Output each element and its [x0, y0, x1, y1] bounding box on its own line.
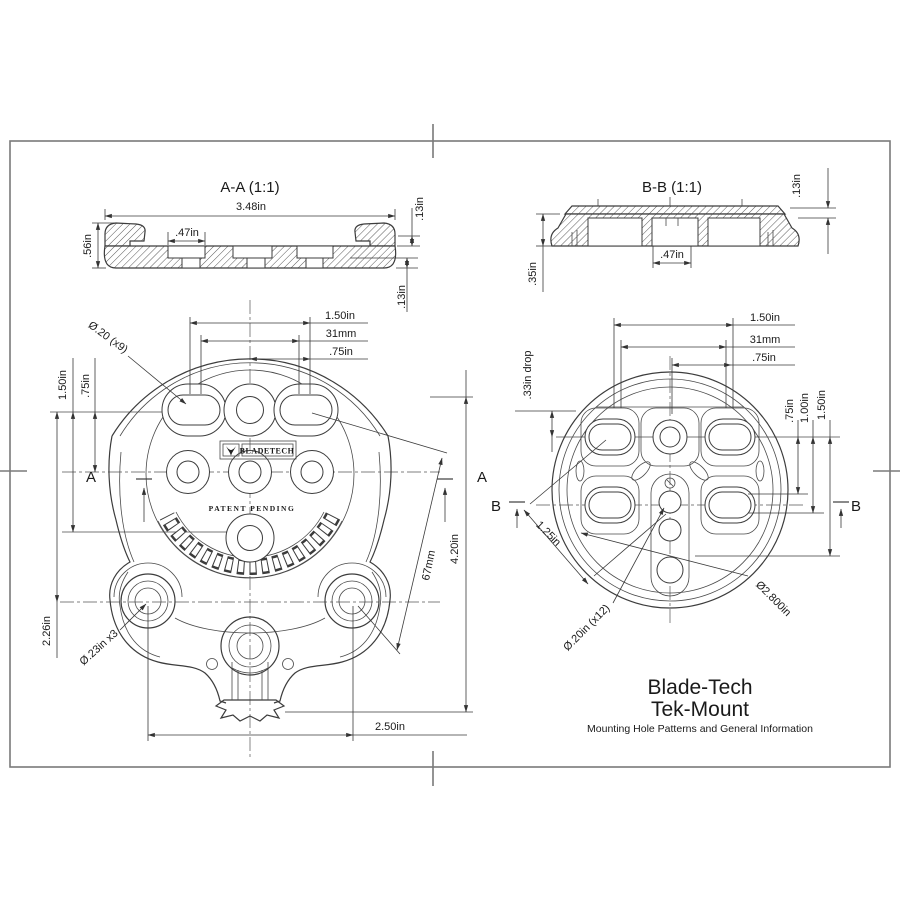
svg-text:.47in: .47in: [175, 227, 199, 239]
bladetech-badge: BLADETECH: [219, 440, 297, 460]
front-diag-dim: 67mm: [311, 412, 448, 655]
title-line2: Tek-Mount: [651, 698, 749, 721]
front-height-dim: 4.20in: [285, 370, 473, 713]
svg-text:.47in: .47in: [660, 249, 684, 261]
back-pockets: [575, 407, 765, 597]
svg-text:1.50in: 1.50in: [57, 370, 69, 400]
dim-bb-height: .35in: [527, 213, 560, 292]
svg-text:1.25in: 1.25in: [533, 519, 563, 549]
svg-text:2.26in: 2.26in: [41, 616, 53, 646]
section-aa-view: A-A (1:1) 3.48in .47in .56in: [82, 179, 426, 312]
side-boss-right: [317, 562, 387, 629]
section-marker-b-right: B: [833, 498, 861, 528]
svg-text:67mm: 67mm: [420, 549, 438, 581]
section-marker-a-right: A: [437, 469, 487, 522]
svg-text:1.50in: 1.50in: [325, 310, 355, 322]
patent-pending-text: PATENT PENDING: [209, 504, 296, 513]
svg-text:.13in: .13in: [414, 197, 426, 221]
title-line1: Blade-Tech: [647, 676, 752, 699]
mount-holes-mid-row: [166, 450, 334, 494]
dim-aa-lip-bottom: .13in: [350, 257, 418, 312]
title-block: Blade-Tech Tek-Mount Mounting Hole Patte…: [587, 676, 813, 735]
svg-text:1.50in: 1.50in: [750, 312, 780, 324]
svg-text:Ø2.800in: Ø2.800in: [753, 579, 793, 619]
dim-aa-height: .56in: [82, 222, 116, 269]
svg-text:Ø.23in x3: Ø.23in x3: [77, 628, 120, 668]
svg-text:31mm: 31mm: [750, 334, 781, 346]
svg-text:.75in: .75in: [80, 374, 92, 398]
front-top-dims: 1.50in 31mm .75in: [189, 310, 368, 394]
svg-text:.33in drop: .33in drop: [522, 351, 534, 400]
svg-text:.13in: .13in: [396, 285, 408, 309]
svg-text:.56in: .56in: [82, 234, 94, 258]
back-holes: [584, 418, 756, 584]
dim-aa-slot: .47in: [167, 227, 206, 245]
back-view: 1.50in 31mm .75in .33in drop .75in 1.00i…: [491, 312, 861, 654]
svg-text:4.20in: 4.20in: [449, 534, 461, 564]
svg-text:A: A: [86, 469, 96, 486]
svg-text:.75in: .75in: [752, 352, 776, 364]
center-boss: [220, 616, 280, 676]
dim-bb-lip: .13in: [790, 168, 836, 254]
front-left-dims: .75in 1.50in 2.26in: [41, 358, 98, 658]
svg-text:1.00in: 1.00in: [799, 393, 811, 423]
section-marker-a-left: A: [86, 469, 152, 522]
dim-aa-width: 3.48in: [104, 201, 396, 220]
svg-text:Ø.20in (x12): Ø.20in (x12): [561, 602, 612, 653]
bull-icon: [226, 446, 236, 456]
sheet-frame: [0, 124, 900, 786]
svg-text:A: A: [477, 469, 487, 486]
logo-text: BLADETECH: [240, 447, 295, 456]
svg-text:2.50in: 2.50in: [375, 721, 405, 733]
svg-text:.75in: .75in: [329, 346, 353, 358]
section-marker-b-left: B: [491, 498, 525, 528]
svg-text:31mm: 31mm: [326, 328, 357, 340]
front-bottom-dim: 2.50in: [147, 606, 467, 741]
svg-text:B: B: [491, 498, 501, 515]
dim-aa-lip-top: .13in: [397, 197, 426, 247]
back-right-dims: .75in 1.00in 1.50in: [695, 390, 840, 557]
section-bb-title: B-B (1:1): [642, 179, 702, 196]
svg-text:1.50in: 1.50in: [816, 390, 828, 420]
svg-text:B: B: [851, 498, 861, 515]
front-view: BLADETECH PATENT PENDING 1.50in 31mm .75…: [41, 300, 487, 758]
back-hole-callout: Ø.20in (x12): [561, 507, 665, 654]
section-aa-title: A-A (1:1): [220, 179, 279, 196]
section-bb-view: B-B (1:1) .47in .35in: [527, 168, 836, 292]
svg-text:3.48in: 3.48in: [236, 201, 266, 213]
back-top-dims: 1.50in 31mm .75in: [613, 312, 795, 414]
dim-bb-slot: .47in: [652, 246, 692, 268]
back-drop-dim: .33in drop: [515, 351, 576, 452]
front-hole-callout: Ø.20 (x9): [86, 319, 187, 405]
svg-text:.75in: .75in: [784, 399, 796, 423]
svg-text:.13in: .13in: [791, 174, 803, 198]
title-line3: Mounting Hole Patterns and General Infor…: [587, 723, 813, 735]
mount-holes-top-row: [161, 383, 339, 437]
svg-text:.35in: .35in: [527, 262, 539, 286]
svg-text:Ø.20 (x9): Ø.20 (x9): [86, 319, 130, 356]
